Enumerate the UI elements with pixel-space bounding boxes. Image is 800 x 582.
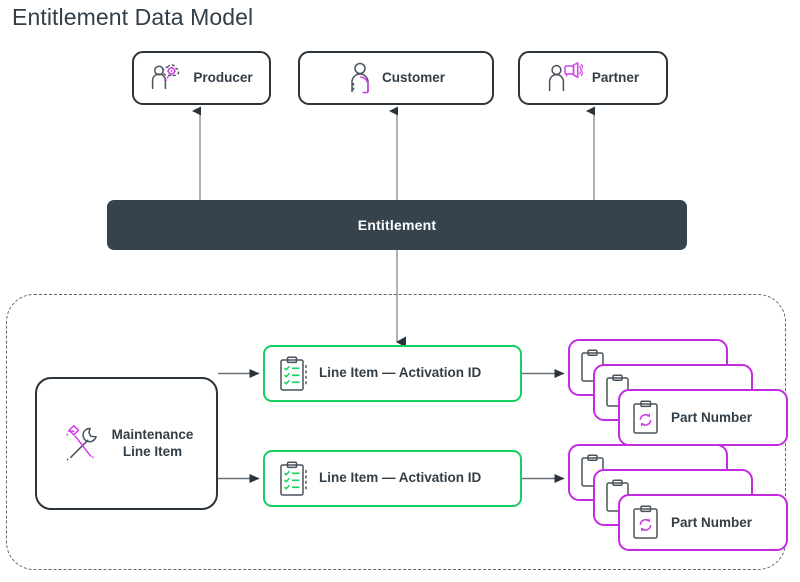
actor-label-customer: Customer <box>381 69 445 85</box>
maintenance-label: Maintenance Line Item <box>112 427 194 461</box>
clipboard-checklist-icon <box>280 355 307 391</box>
clipboard-refresh-icon <box>633 504 658 539</box>
actor-box-partner[interactable]: Partner <box>518 51 668 105</box>
part-number-label-2: Part Number <box>671 515 753 530</box>
page-title: Entitlement Data Model <box>12 4 254 30</box>
line-item-label-2: Line Item — Activation ID <box>319 470 482 486</box>
part-number-label-1: Part Number <box>671 410 753 425</box>
part-number-stack-2[interactable]: Part Number <box>568 444 788 551</box>
line-item-label-1: Line Item — Activation ID <box>319 365 482 381</box>
actor-box-producer[interactable]: Producer <box>132 51 271 105</box>
actor-label-producer: Producer <box>193 69 253 85</box>
entitlement-bar[interactable]: Entitlement <box>107 200 687 250</box>
line-item-box-2[interactable]: Line Item — Activation ID <box>263 450 522 507</box>
entitlement-label: Entitlement <box>357 217 437 233</box>
clipboard-refresh-icon <box>633 399 658 434</box>
actor-label-partner: Partner <box>591 69 640 85</box>
person-megaphone-icon <box>548 61 583 91</box>
maintenance-label-line2: Line Item <box>122 443 183 459</box>
maintenance-label-line1: Maintenance <box>111 426 194 442</box>
person-cloud-gear-icon <box>152 64 180 89</box>
part-number-card-front[interactable]: Part Number <box>618 389 788 446</box>
wrench-screwdriver-icon <box>65 424 97 461</box>
person-icon <box>351 62 369 94</box>
maintenance-line-item-box[interactable]: Maintenance Line Item <box>35 377 218 510</box>
clipboard-checklist-icon <box>280 460 307 496</box>
part-number-card-front[interactable]: Part Number <box>618 494 788 551</box>
line-item-box-1[interactable]: Line Item — Activation ID <box>263 345 522 402</box>
part-number-stack-1[interactable]: Part Number <box>568 339 788 446</box>
actor-box-customer[interactable]: Customer <box>298 51 494 105</box>
